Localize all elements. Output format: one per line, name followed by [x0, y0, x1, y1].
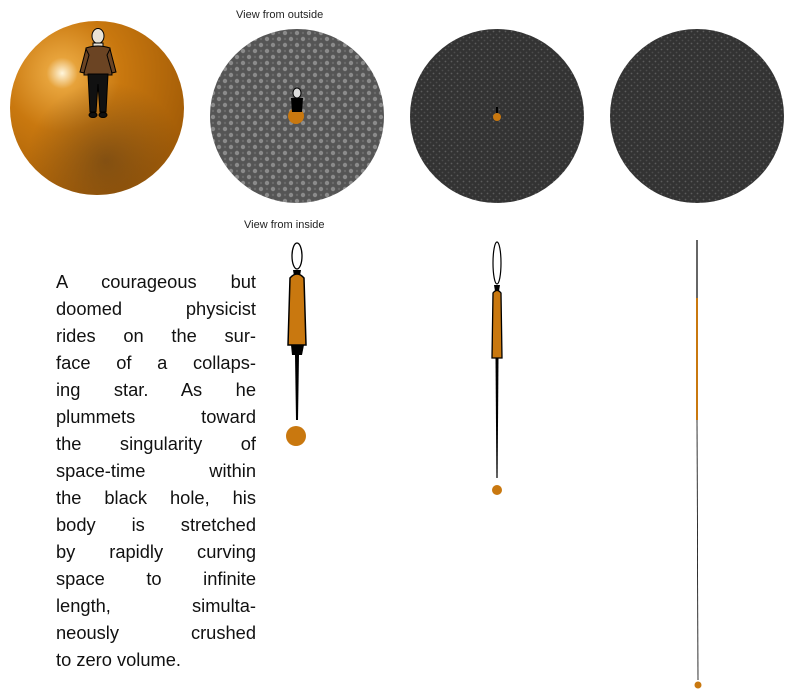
stretched-figure-stage-1 [286, 243, 306, 446]
caption-text: A courageous but doomed physicist rides … [56, 268, 256, 673]
caption-line: space to infinite [56, 565, 256, 592]
caption-line: the black hole, his [56, 484, 256, 511]
caption-line: doomed physicist [56, 295, 256, 322]
caption-line: to zero volume. [56, 646, 256, 673]
shrunken-star [493, 113, 501, 121]
stretched-figure-stage-3 [695, 240, 702, 689]
outside-view-black-hole [610, 29, 784, 203]
view-from-outside-label: View from outside [236, 9, 323, 21]
caption-line: plummets toward [56, 403, 256, 430]
outside-view-late [410, 29, 584, 203]
caption-line: rides on the sur- [56, 322, 256, 349]
caption-line: neously crushed [56, 619, 256, 646]
caption-line: face of a collaps- [56, 349, 256, 376]
caption-line: body is stretched [56, 511, 256, 538]
caption-line: ing star. As he [56, 376, 256, 403]
outside-view-early [210, 29, 384, 203]
collapsing-star-view [10, 21, 184, 195]
caption-line: by rapidly curving [56, 538, 256, 565]
caption-line: A courageous but [56, 268, 256, 295]
caption-line: the singularity of [56, 430, 256, 457]
caption-line: space-time within [56, 457, 256, 484]
caption-line: length, simulta- [56, 592, 256, 619]
view-from-inside-label: View from inside [244, 219, 325, 231]
stretched-figure-stage-2 [492, 242, 502, 495]
